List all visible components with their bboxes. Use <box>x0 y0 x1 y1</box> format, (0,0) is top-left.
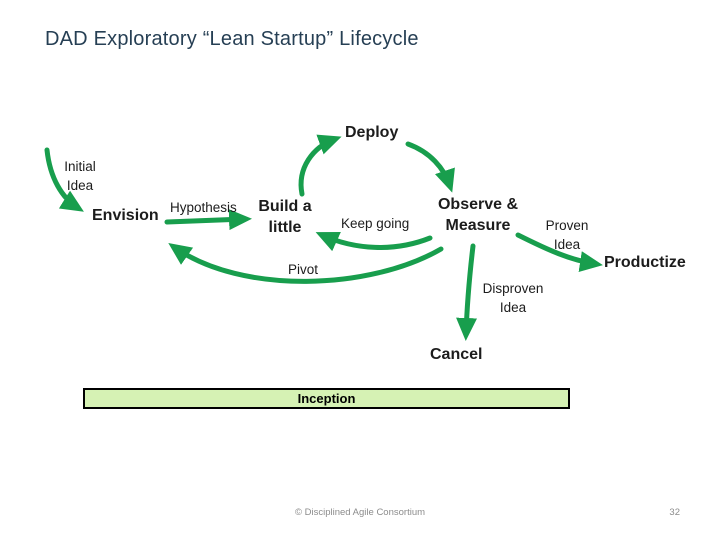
arrow-observe-to-cancel-disproven <box>456 243 478 341</box>
slide-title: DAD Exploratory “Lean Startup” Lifecycle <box>45 28 419 50</box>
node-deploy: Deploy <box>345 124 399 141</box>
label-keep-going: Keep going <box>341 216 410 231</box>
label-hypothesis: Hypothesis <box>170 200 237 215</box>
inception-phase-bar: Inception <box>83 388 570 409</box>
arrow-observe-to-productize-proven <box>515 232 603 272</box>
page-number: 32 <box>669 507 680 518</box>
arrow-observe-to-build-keep-going <box>315 232 433 252</box>
footer-copyright: © Disciplined Agile Consortium <box>294 507 426 518</box>
node-cancel: Cancel <box>430 346 483 363</box>
node-envision: Envision <box>92 207 159 224</box>
arrow-observe-to-envision-pivot <box>168 242 444 284</box>
label-initial-idea: Initial Idea <box>64 159 96 193</box>
node-build-a-little: Build a little <box>258 198 312 236</box>
arrow-initial-idea-to-envision <box>44 147 84 212</box>
node-productize: Productize <box>604 254 686 271</box>
arrow-deploy-to-observe <box>405 141 455 193</box>
arrow-envision-to-build-hypothesis <box>164 209 252 231</box>
node-observe-measure: Observe & Measure <box>437 196 519 234</box>
label-pivot: Pivot <box>288 262 319 277</box>
label-proven-idea: Proven Idea <box>545 218 589 252</box>
label-disproven-idea: Disproven Idea <box>482 281 544 315</box>
arrow-build-to-deploy <box>298 134 342 197</box>
